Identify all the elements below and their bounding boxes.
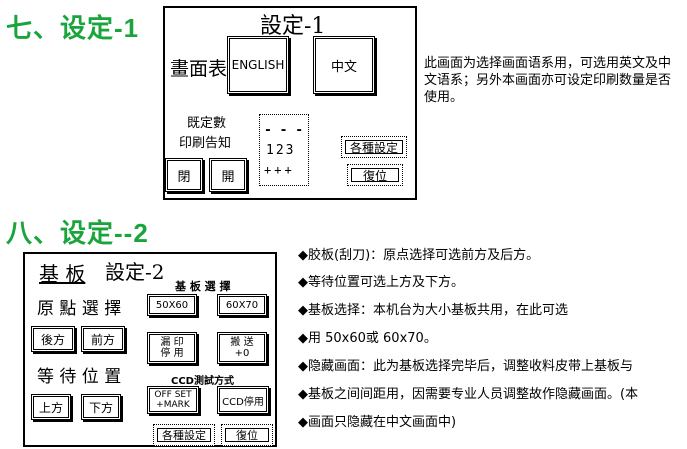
section2-heading: 八、设定--2 (6, 213, 149, 250)
wait-position-label: 等 待 位 置 (37, 367, 122, 387)
section1-description: 此画面为选择画面语系用，可选用英文及中文语系；另外本画面亦可设定印刷数量是否使用… (424, 55, 680, 106)
back-button-label: 後方 (40, 332, 65, 347)
offset-mark-button[interactable]: OFF SET +MARK (147, 386, 199, 414)
section1-heading: 七、设定-1 (6, 8, 139, 45)
bullet-item: ◆画面只隐藏在中文画面中) (298, 415, 457, 430)
ccd-stop-label: CCD停用 (222, 396, 264, 408)
reset-button[interactable]: 復位 (347, 164, 403, 186)
bullet-item: ◆隐藏画面：此为基板选择完毕后，调整收料皮带上基板与 (298, 359, 633, 374)
print-stop-label: 漏 印 停 用 (160, 337, 184, 359)
panel-title: 設定-2 (105, 260, 165, 284)
top-button-label: 上方 (38, 400, 63, 415)
reset-button[interactable]: 復位 (221, 424, 273, 446)
settings-button-label: 各種設定 (349, 140, 398, 155)
size-50x60-label: 50X60 (155, 299, 189, 311)
settings-button[interactable]: 各種設定 (341, 136, 407, 158)
offset-mark-label: OFF SET +MARK (154, 390, 192, 410)
transport-label: 搬 送 +0 (230, 337, 254, 359)
front-button-label: 前方 (90, 332, 115, 347)
top-button[interactable]: 上方 (31, 394, 71, 420)
ccd-stop-button[interactable]: CCD停用 (217, 386, 269, 414)
open-button[interactable]: 開 (209, 158, 247, 192)
bullet-item: ◆用 50x60或 60x70。 (298, 331, 437, 346)
quantity-label: 既定數 (187, 116, 227, 131)
origin-select-label: 原 點 選 擇 (37, 299, 122, 319)
substrate-title-label: 基 板 (39, 262, 86, 286)
settings2-panel: 基 板 設定-2 基 板 選 擇 原 點 選 擇 50X60 60X70 後方 … (23, 252, 277, 447)
reset-button-label: 復位 (362, 168, 387, 183)
size-60x70-button[interactable]: 60X70 (217, 294, 267, 316)
panel-title: 設定-1 (260, 14, 326, 39)
size-50x60-button[interactable]: 50X60 (147, 294, 197, 316)
size-60x70-label: 60X70 (225, 299, 259, 311)
settings-button-label: 各種設定 (162, 429, 206, 442)
chinese-button-label: 中文 (330, 59, 357, 75)
bottom-button[interactable]: 下方 (81, 394, 121, 420)
section2-heading-text: 八、设定 (6, 219, 115, 249)
section2-heading-number: --2 (114, 218, 149, 248)
substrate-select-label: 基 板 選 擇 (175, 280, 231, 293)
counter-digits: 123 (266, 143, 296, 158)
bullet-item: ◆基板选择：本机台为大小基板共用，在此可选 (298, 303, 568, 318)
close-button-label: 閉 (177, 169, 191, 185)
print-stop-button[interactable]: 漏 印 停 用 (147, 332, 197, 364)
transport-button[interactable]: 搬 送 +0 (217, 332, 267, 364)
open-button-label: 開 (221, 169, 235, 185)
reset-button-label: 復位 (236, 429, 258, 442)
section1-description-text: 此画面为选择画面语系用，可选用英文及中文语系；另外本画面亦可设定印刷数量是否使用… (424, 56, 672, 105)
bottom-button-label: 下方 (88, 400, 113, 415)
chinese-button[interactable]: 中文 (313, 36, 375, 94)
english-button[interactable]: ENGLISH (227, 36, 289, 94)
counter-increment-row[interactable]: +++ (264, 163, 295, 177)
close-button[interactable]: 閉 (165, 158, 203, 192)
counter-dash-row: - - - (264, 123, 304, 138)
ccd-mode-label: CCD測試方式 (171, 376, 234, 387)
section1-heading-number: -1 (114, 13, 140, 43)
front-button[interactable]: 前方 (81, 326, 125, 352)
print-notify-label: 印刷告知 (179, 136, 232, 151)
bullet-item: ◆胶板(刮刀)：原点选择可选前方及后方。 (298, 248, 540, 263)
quantity-counter[interactable]: - - - 123 +++ (259, 114, 309, 186)
back-button[interactable]: 後方 (31, 326, 75, 352)
bullet-item: ◆等待位置可选上方及下方。 (298, 275, 464, 290)
english-button-label: ENGLISH (231, 58, 285, 72)
settings1-panel: 設定-1 畫面表示 ENGLISH 中文 既定數 印刷告知 - - - 123 … (163, 6, 417, 200)
section2-bullets: ◆胶板(刮刀)：原点选择可选前方及后方。 ◆等待位置可选上方及下方。 ◆基板选择… (298, 238, 684, 438)
settings-button[interactable]: 各種設定 (153, 424, 215, 446)
bullet-item: ◆基板之间间距用，因需要专业人员调整故作隐藏画面。(本 (298, 387, 639, 402)
section1-heading-text: 七、设定 (6, 14, 115, 44)
